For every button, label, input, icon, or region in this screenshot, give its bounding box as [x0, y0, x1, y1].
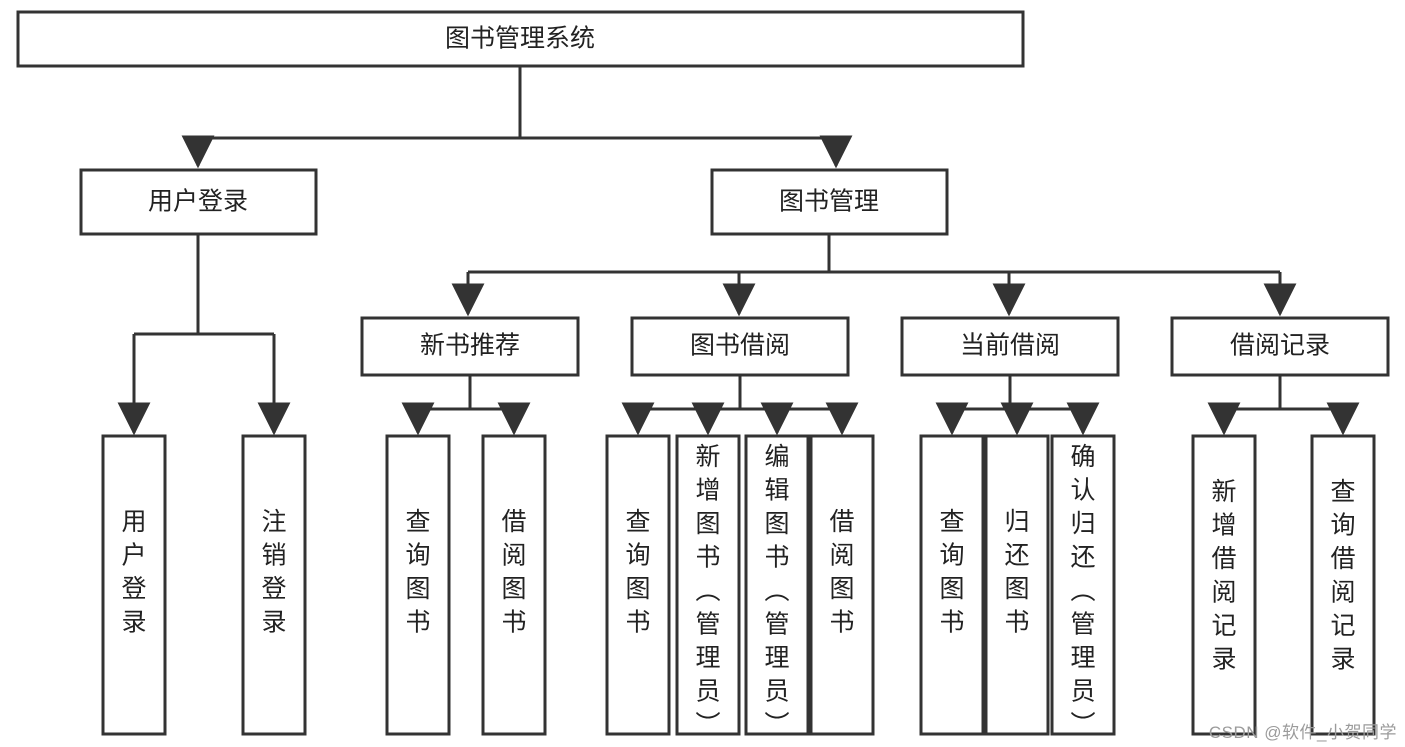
node-leaf-records-add-label: 新增借阅记录 [1211, 478, 1236, 674]
node-leaf-borrow-add[interactable]: 新增图书︵管理员︶ [675, 434, 741, 739]
node-records-box[interactable] [1170, 316, 1390, 377]
node-newbook-box[interactable] [360, 316, 580, 377]
node-leaf-newbook-borrow[interactable]: 借阅图书 [481, 434, 547, 736]
node-current[interactable]: 当前借阅 [900, 316, 1120, 377]
csdn-watermark: CSDN @软件_小贺同学 [1208, 723, 1397, 742]
node-leaf-current-query-label: 查询图书 [939, 508, 964, 637]
node-leaf-borrow-query-box[interactable] [605, 434, 671, 736]
node-leaf-borrow-add-label: 新增图书︵管理员︶ [695, 443, 720, 739]
node-leaf-borrow-edit-box[interactable] [744, 434, 810, 736]
node-root-label: 图书管理系统 [445, 25, 595, 53]
node-leaf-current-query-box[interactable] [919, 434, 985, 736]
node-leaf-current-confirm-box[interactable] [1050, 434, 1116, 736]
node-leaf-borrow-query[interactable]: 查询图书 [605, 434, 671, 736]
node-borrow-label: 图书借阅 [690, 332, 790, 360]
node-bookmgmt[interactable]: 图书管理 [710, 168, 949, 236]
node-leaf-borrow-lend[interactable]: 借阅图书 [809, 434, 875, 736]
node-leaf-newbook-borrow-label: 借阅图书 [501, 508, 526, 637]
node-leaf-user-login-box[interactable] [101, 434, 167, 736]
node-leaf-newbook-query[interactable]: 查询图书 [385, 434, 451, 736]
node-leaf-current-query[interactable]: 查询图书 [919, 434, 985, 736]
node-bookmgmt-label: 图书管理 [779, 188, 879, 216]
node-leaf-borrow-lend-box[interactable] [809, 434, 875, 736]
node-leaf-current-confirm[interactable]: 确认归还︵管理员︶ [1050, 434, 1116, 739]
node-records-label: 借阅记录 [1230, 332, 1330, 360]
node-leaf-user-logout[interactable]: 注销登录 [241, 434, 307, 736]
node-leaf-records-query[interactable]: 查询借阅记录 [1310, 434, 1376, 736]
node-login-box[interactable] [79, 168, 318, 236]
connector-layer [117, 66, 1360, 436]
node-leaf-user-login[interactable]: 用户登录 [101, 434, 167, 736]
node-root[interactable]: 图书管理系统 [16, 10, 1025, 68]
node-leaf-records-query-box[interactable] [1310, 434, 1376, 736]
node-login[interactable]: 用户登录 [79, 168, 318, 236]
node-leaf-newbook-query-label: 查询图书 [405, 508, 430, 637]
node-borrow[interactable]: 图书借阅 [630, 316, 850, 377]
node-leaf-borrow-edit[interactable]: 编辑图书︵管理员︶ [744, 434, 810, 739]
node-leaf-records-add[interactable]: 新增借阅记录 [1191, 434, 1257, 736]
node-leaf-user-login-label: 用户登录 [121, 508, 146, 637]
node-current-box[interactable] [900, 316, 1120, 377]
node-records[interactable]: 借阅记录 [1170, 316, 1390, 377]
node-root-box[interactable] [16, 10, 1025, 68]
node-newbook[interactable]: 新书推荐 [360, 316, 580, 377]
node-current-label: 当前借阅 [960, 332, 1060, 360]
node-leaf-borrow-query-label: 查询图书 [625, 508, 650, 637]
node-leaf-borrow-edit-label: 编辑图书︵管理员︶ [764, 443, 789, 739]
node-leaf-user-logout-box[interactable] [241, 434, 307, 736]
node-login-label: 用户登录 [148, 188, 248, 216]
node-leaf-records-add-box[interactable] [1191, 434, 1257, 736]
node-leaf-records-query-label: 查询借阅记录 [1330, 478, 1355, 674]
node-borrow-box[interactable] [630, 316, 850, 377]
node-leaf-newbook-borrow-box[interactable] [481, 434, 547, 736]
node-bookmgmt-box[interactable] [710, 168, 949, 236]
node-newbook-label: 新书推荐 [420, 332, 520, 360]
node-leaf-borrow-add-box[interactable] [675, 434, 741, 736]
node-leaf-current-return-label: 归还图书 [1004, 508, 1029, 637]
node-leaf-current-return[interactable]: 归还图书 [984, 434, 1050, 736]
node-leaf-borrow-lend-label: 借阅图书 [829, 508, 854, 637]
node-leaf-newbook-query-box[interactable] [385, 434, 451, 736]
node-leaf-current-confirm-label: 确认归还︵管理员︶ [1070, 443, 1095, 739]
node-leaf-user-logout-label: 注销登录 [261, 508, 286, 637]
node-leaf-current-return-box[interactable] [984, 434, 1050, 736]
